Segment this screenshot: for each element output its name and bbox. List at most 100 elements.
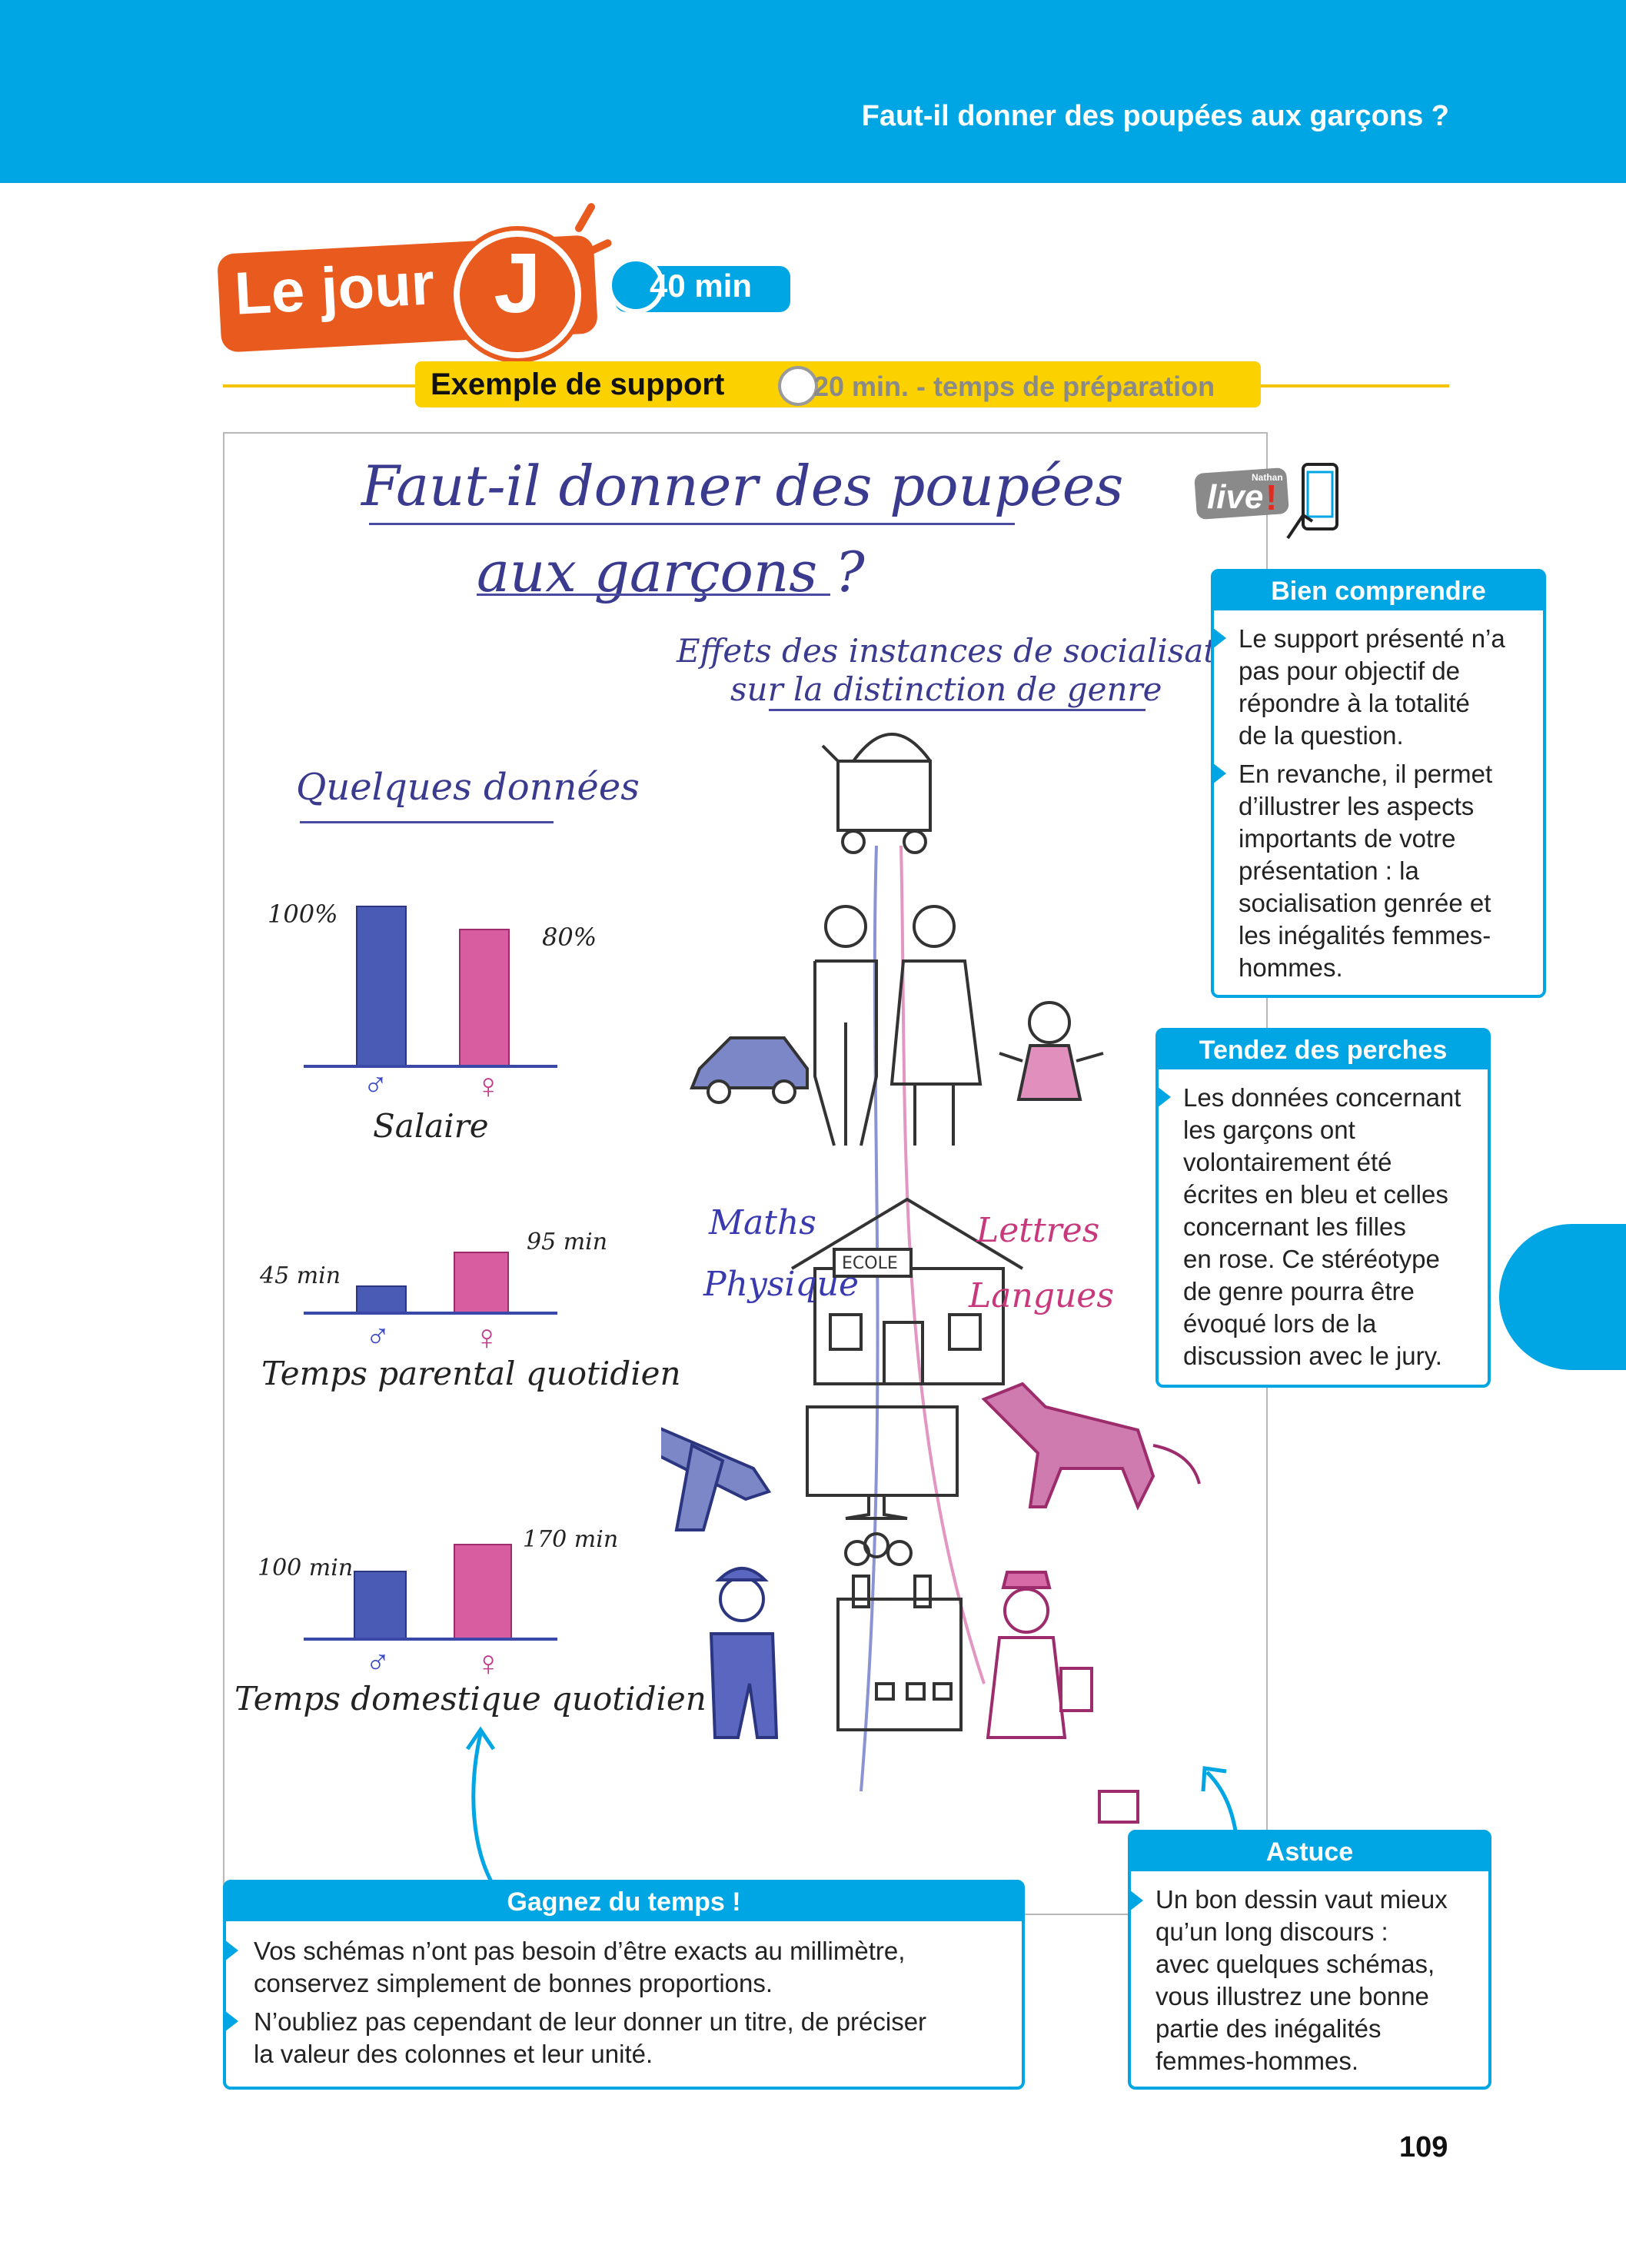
text-line: hommes.	[1239, 953, 1343, 982]
male-symbol: ♂	[363, 1065, 388, 1102]
text-line: Vos schémas n’ont pas besoin d’être exac…	[254, 1937, 906, 1965]
sheet-subtitle-line2: sur la distinction de genre	[730, 670, 1162, 708]
support-time: 20 min. - temps de préparation	[813, 371, 1215, 402]
chart-baseline	[304, 1065, 557, 1068]
text-line: conservez simplement de bonnes proportio…	[254, 1969, 773, 1997]
underline	[477, 594, 830, 596]
text-line: vous illustrez une bonne	[1155, 1982, 1429, 2010]
chart-baseline	[304, 1312, 557, 1315]
bar-domestique-male	[354, 1571, 407, 1639]
text-line: volontairement été	[1183, 1148, 1392, 1176]
text-line: Le support présenté n’a	[1239, 624, 1505, 653]
box-gagnez-du-temps: Gagnez du temps ! Vos schémas n’ont pas …	[223, 1880, 1025, 2090]
male-symbol: ♂	[365, 1316, 391, 1354]
school-sign: ECOLE	[842, 1254, 898, 1273]
chapter-tab	[1499, 1224, 1626, 1370]
chart-caption: Salaire	[373, 1107, 489, 1145]
box-paragraph: Un bon dessin vaut mieux qu’un long disc…	[1155, 1884, 1448, 2077]
underline	[769, 709, 1146, 711]
text-line: les garçons ont	[1183, 1116, 1355, 1144]
box-title: Gagnez du temps !	[226, 1883, 1022, 1921]
value-label: 170 min	[523, 1526, 619, 1553]
value-label: 100 min	[258, 1555, 354, 1581]
box-paragraph: Les données concernant les garçons ont v…	[1183, 1082, 1461, 1372]
arrow-up-icon	[465, 1726, 502, 1897]
text-line: concernant les filles	[1183, 1212, 1406, 1241]
support-header	[415, 361, 1261, 407]
divider-left	[223, 384, 415, 387]
bar-salaire-male	[356, 906, 407, 1066]
divider-right	[1261, 384, 1449, 387]
female-symbol: ♀	[475, 1066, 502, 1106]
bullet-icon	[1212, 627, 1226, 649]
text-line: avec quelques schémas,	[1155, 1950, 1435, 1978]
subject-boys-2: Physique	[703, 1265, 859, 1304]
text-line: d’illustrer les aspects	[1239, 792, 1475, 820]
bar-parental-male	[356, 1285, 407, 1313]
text-line: écrites en bleu et celles	[1183, 1180, 1448, 1209]
text-line: discussion avec le jury.	[1183, 1342, 1442, 1370]
text-line: présentation : la	[1239, 856, 1419, 885]
bullet-icon	[1157, 1086, 1171, 1108]
subject-boys-1: Maths	[709, 1203, 816, 1242]
box-paragraph: N’oubliez pas cependant de leur donner u…	[254, 2006, 926, 2070]
box-bien-comprendre: Bien comprendre Le support présenté n’a …	[1211, 569, 1546, 998]
subject-girls-1: Lettres	[976, 1211, 1100, 1250]
box-tendez-des-perches: Tendez des perches Les données concernan…	[1155, 1028, 1491, 1388]
duration-label: 40 min	[650, 268, 753, 304]
female-symbol: ♀	[474, 1317, 500, 1357]
page-number: 109	[1399, 2131, 1448, 2163]
page-title: Faut-il donner des poupées aux garçons ?	[861, 100, 1449, 132]
text-line: pas pour objectif de	[1239, 657, 1461, 685]
bullet-icon	[1129, 1890, 1143, 1911]
subject-girls-2: Langues	[969, 1276, 1114, 1315]
text-line: Un bon dessin vaut mieux	[1155, 1885, 1448, 1914]
value-label: 100%	[268, 900, 338, 929]
value-label: 45 min	[260, 1262, 341, 1289]
male-symbol: ♂	[365, 1642, 391, 1680]
text-line: de genre pourra être	[1183, 1277, 1415, 1305]
text-line: partie des inégalités	[1155, 2014, 1382, 2043]
day-badge-label: Le jour	[232, 249, 437, 328]
value-label: 80%	[542, 923, 597, 952]
text-line: les inégalités femmes-	[1239, 921, 1491, 949]
underline	[300, 821, 554, 823]
box-title: Tendez des perches	[1159, 1031, 1488, 1069]
bullet-icon	[1212, 763, 1226, 784]
female-symbol: ♀	[475, 1643, 502, 1683]
chart-baseline	[304, 1638, 557, 1641]
phone-icon	[1286, 463, 1338, 540]
pram-icon	[821, 733, 932, 854]
sheet-subtitle-line1: Effets des instances de socialisation	[677, 632, 1268, 670]
box-astuce: Astuce Un bon dessin vaut mieux qu’un lo…	[1128, 1830, 1491, 2090]
bar-salaire-female	[459, 929, 510, 1066]
text-line: qu’un long discours :	[1155, 1917, 1388, 1946]
text-line: importants de votre	[1239, 824, 1456, 853]
underline	[369, 523, 1015, 525]
value-label: 95 min	[527, 1229, 608, 1255]
nathan-live-label: live	[1207, 478, 1264, 516]
stopwatch-icon	[778, 366, 818, 406]
text-line: la valeur des colonnes et leur unité.	[254, 2040, 653, 2068]
sheet-title-line1: Faut-il donner des poupées	[361, 454, 1124, 518]
box-paragraph: En revanche, il permet d’illustrer les a…	[1239, 758, 1492, 984]
bullet-icon	[224, 1940, 238, 1961]
box-title: Bien comprendre	[1214, 572, 1543, 610]
text-line: N’oubliez pas cependant de leur donner u…	[254, 2007, 927, 2036]
top-banner	[0, 0, 1626, 183]
support-label: Exemple de support	[431, 367, 725, 401]
text-line: évoqué lors de la	[1183, 1309, 1377, 1338]
day-letter: J	[494, 236, 541, 331]
bar-domestique-female	[454, 1544, 512, 1639]
text-line: répondre à la totalité	[1239, 689, 1470, 717]
bullet-icon	[224, 2010, 238, 2032]
text-line: en rose. Ce stéréotype	[1183, 1245, 1440, 1273]
day-letter-circle	[454, 231, 581, 358]
box-title: Astuce	[1131, 1833, 1488, 1871]
chart-caption: Temps parental quotidien	[261, 1355, 681, 1392]
socialisation-illustration: ECOLE	[661, 733, 1201, 1824]
chart-caption: Temps domestique quotidien	[234, 1680, 707, 1718]
nathan-live-small: Nathan	[1252, 472, 1283, 483]
stopwatch-icon	[607, 257, 664, 314]
sun-ray	[574, 201, 597, 234]
